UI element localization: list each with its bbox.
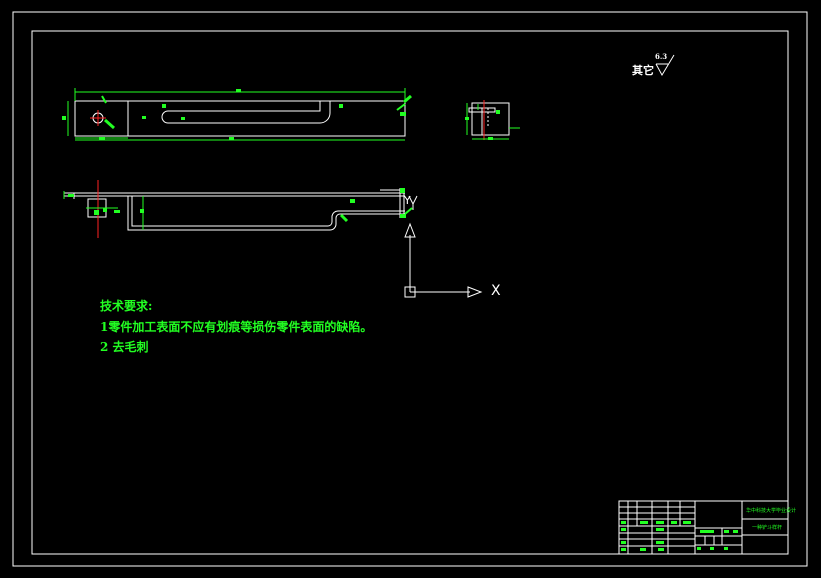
ucs-icon — [404, 222, 483, 298]
title-block — [618, 500, 789, 555]
inner-border — [31, 30, 789, 555]
tech-requirement-1: 1零件加工表面不应有划痕等损伤零件表面的缺陷。 — [100, 320, 373, 334]
tech-requirements-heading: 技术要求: — [100, 299, 153, 313]
roughness-value: 6.3 — [655, 52, 668, 61]
outer-border — [12, 11, 808, 567]
title-block-part-name: 一种铲斗样杆 — [752, 525, 783, 531]
title-block-marks — [621, 521, 738, 551]
roughness-note: 其它 — [632, 64, 654, 77]
roughness-symbol — [655, 54, 675, 77]
top-view — [62, 88, 412, 141]
ucs-y-label: Y — [404, 194, 411, 207]
title-block-school: 华中科技大学毕业设计 — [746, 508, 797, 514]
ucs-x-label: X — [491, 283, 501, 299]
tech-requirement-2: 2 去毛刺 — [100, 340, 149, 354]
front-view — [63, 180, 418, 238]
side-view — [465, 100, 520, 140]
